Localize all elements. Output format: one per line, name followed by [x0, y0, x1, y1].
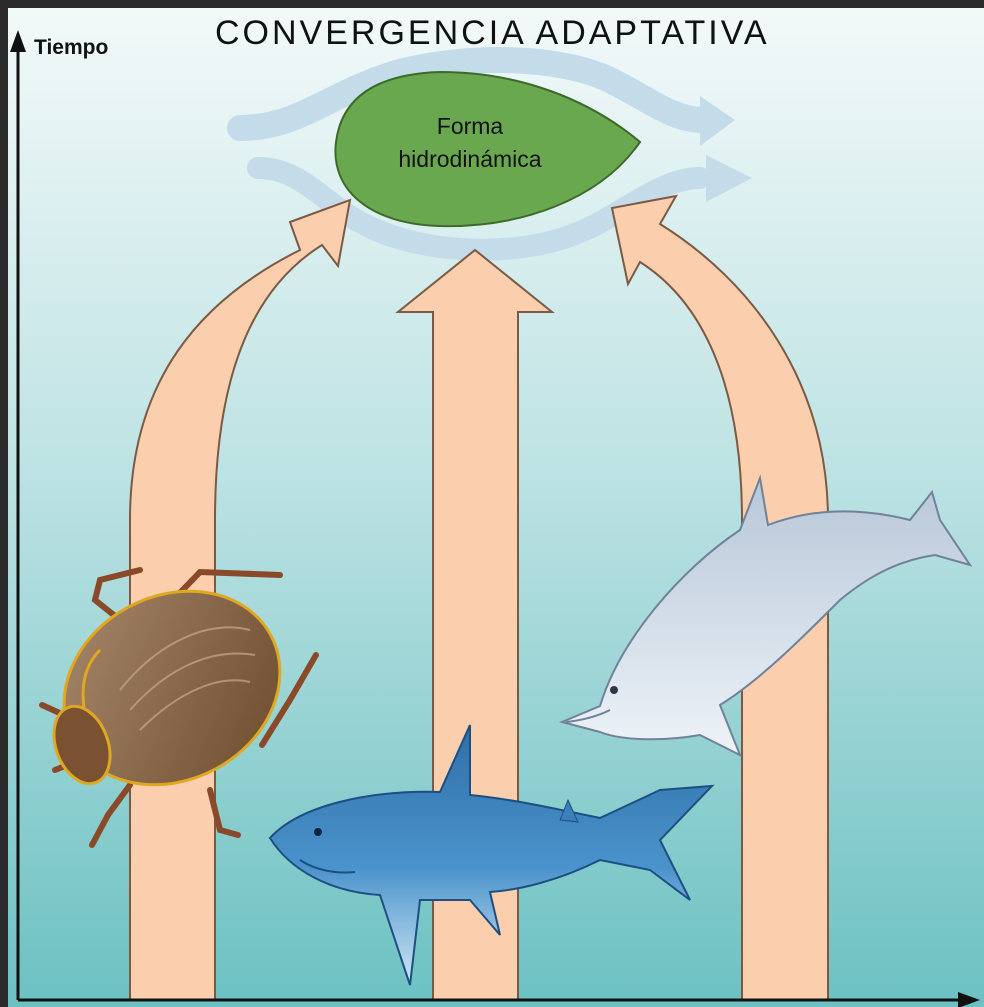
diagram-title: CONVERGENCIA ADAPTATIVA — [215, 14, 770, 53]
shape-label: Forma hidrodinámica — [350, 110, 590, 176]
shape-label-line1: Forma — [350, 110, 590, 143]
shape-label-line2: hidrodinámica — [350, 143, 590, 176]
y-axis-label: Tiempo — [34, 36, 108, 60]
